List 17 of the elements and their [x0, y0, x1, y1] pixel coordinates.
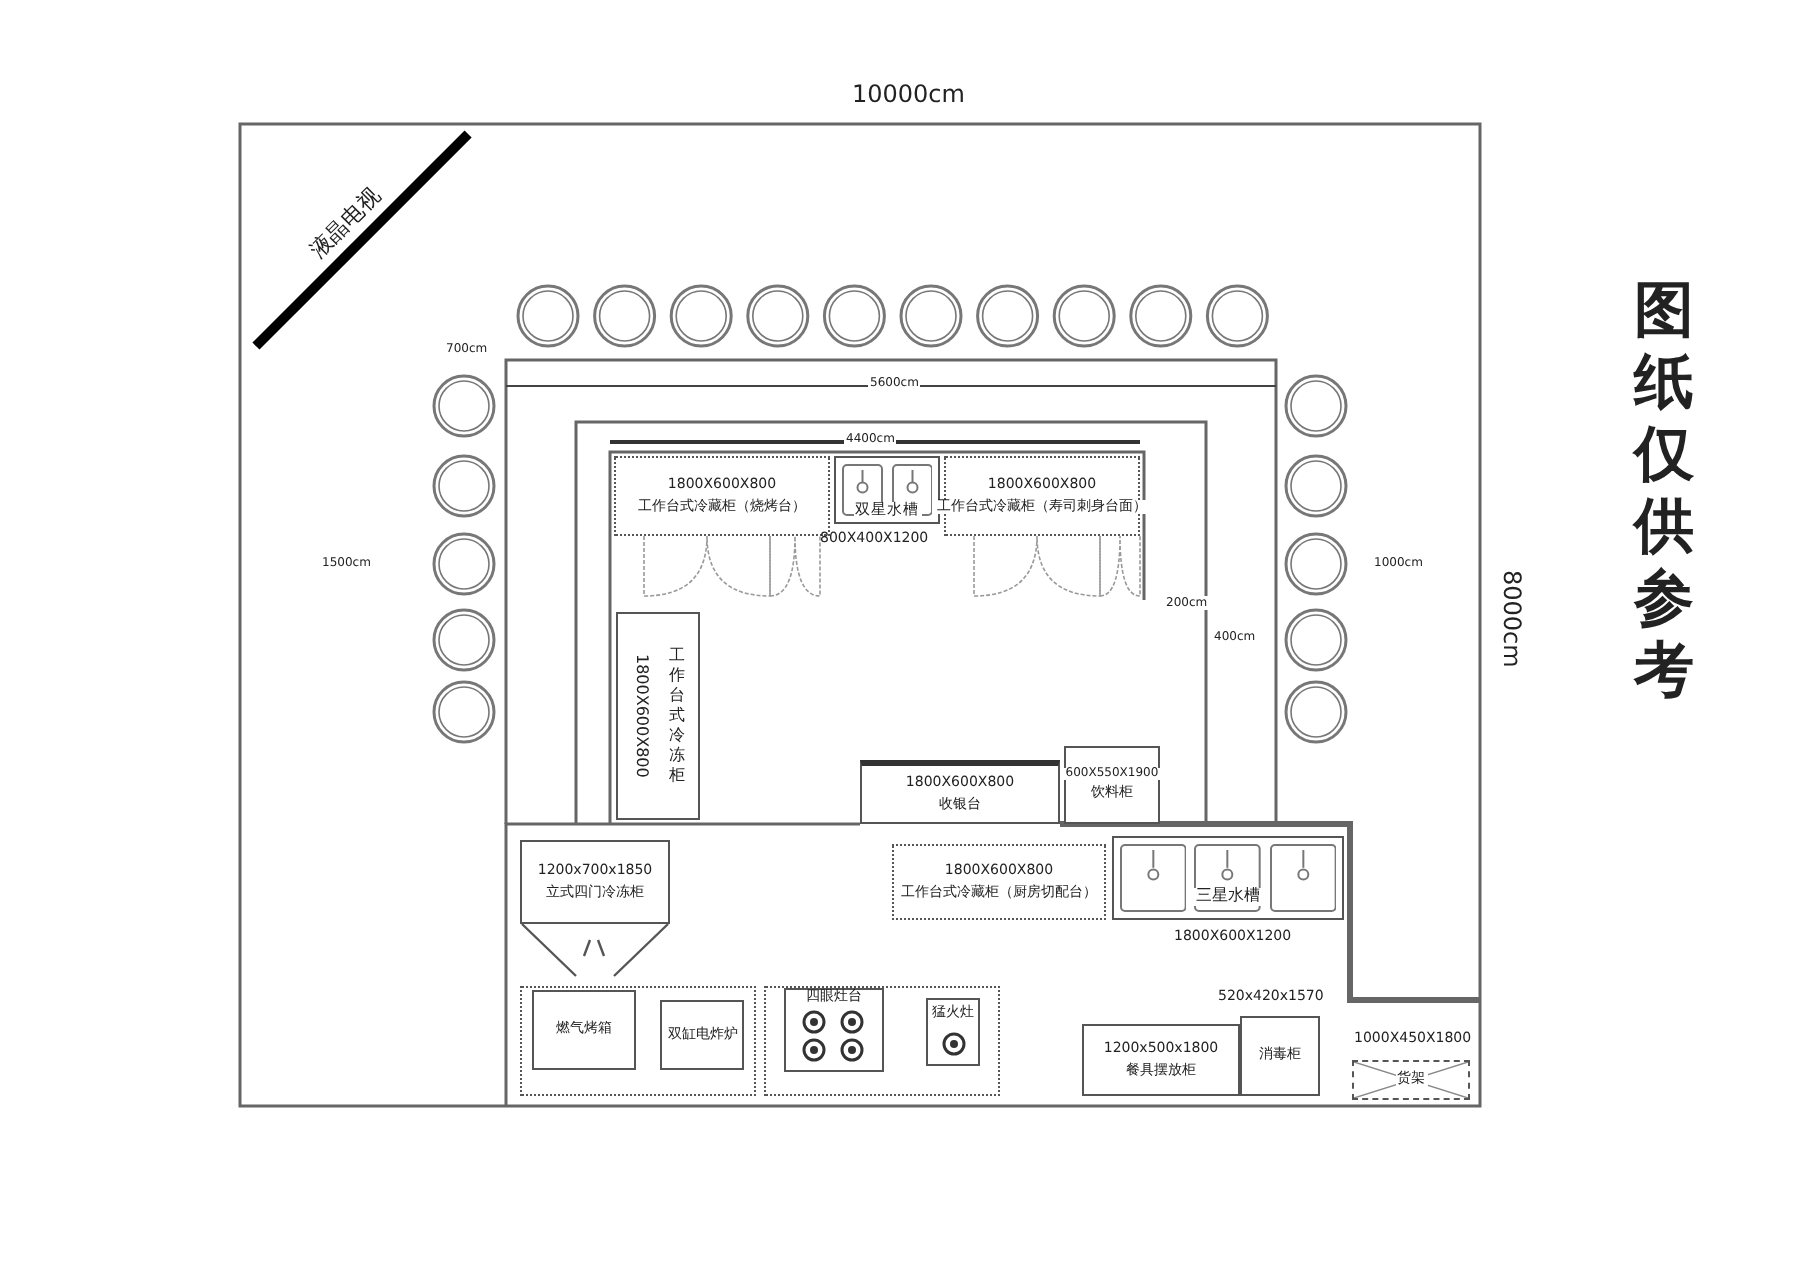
four-burner-stove — [784, 988, 884, 1072]
gas-oven — [531, 990, 636, 1070]
kitchen-counter — [764, 986, 1000, 1096]
dimension-label: 10000cm — [850, 80, 967, 108]
drinks-cabinet — [1064, 746, 1160, 824]
kitchen-counter — [520, 986, 756, 1096]
deep-fryer — [660, 1000, 745, 1070]
cashier-counter — [860, 760, 1060, 824]
freezer-counter — [616, 612, 700, 820]
equipment-label: 工作台式冷冻柜 — [666, 646, 687, 786]
upright-freezer — [520, 840, 670, 924]
notice-text: 图纸仅供参考 — [1630, 276, 1696, 708]
tableware-cabinet — [1082, 1024, 1240, 1096]
wok-burner — [926, 998, 980, 1066]
equipment-label: 三星水槽 — [1194, 888, 1262, 906]
tv-label: 液晶电视 — [304, 182, 387, 265]
refrigerated-counter — [892, 844, 1106, 920]
